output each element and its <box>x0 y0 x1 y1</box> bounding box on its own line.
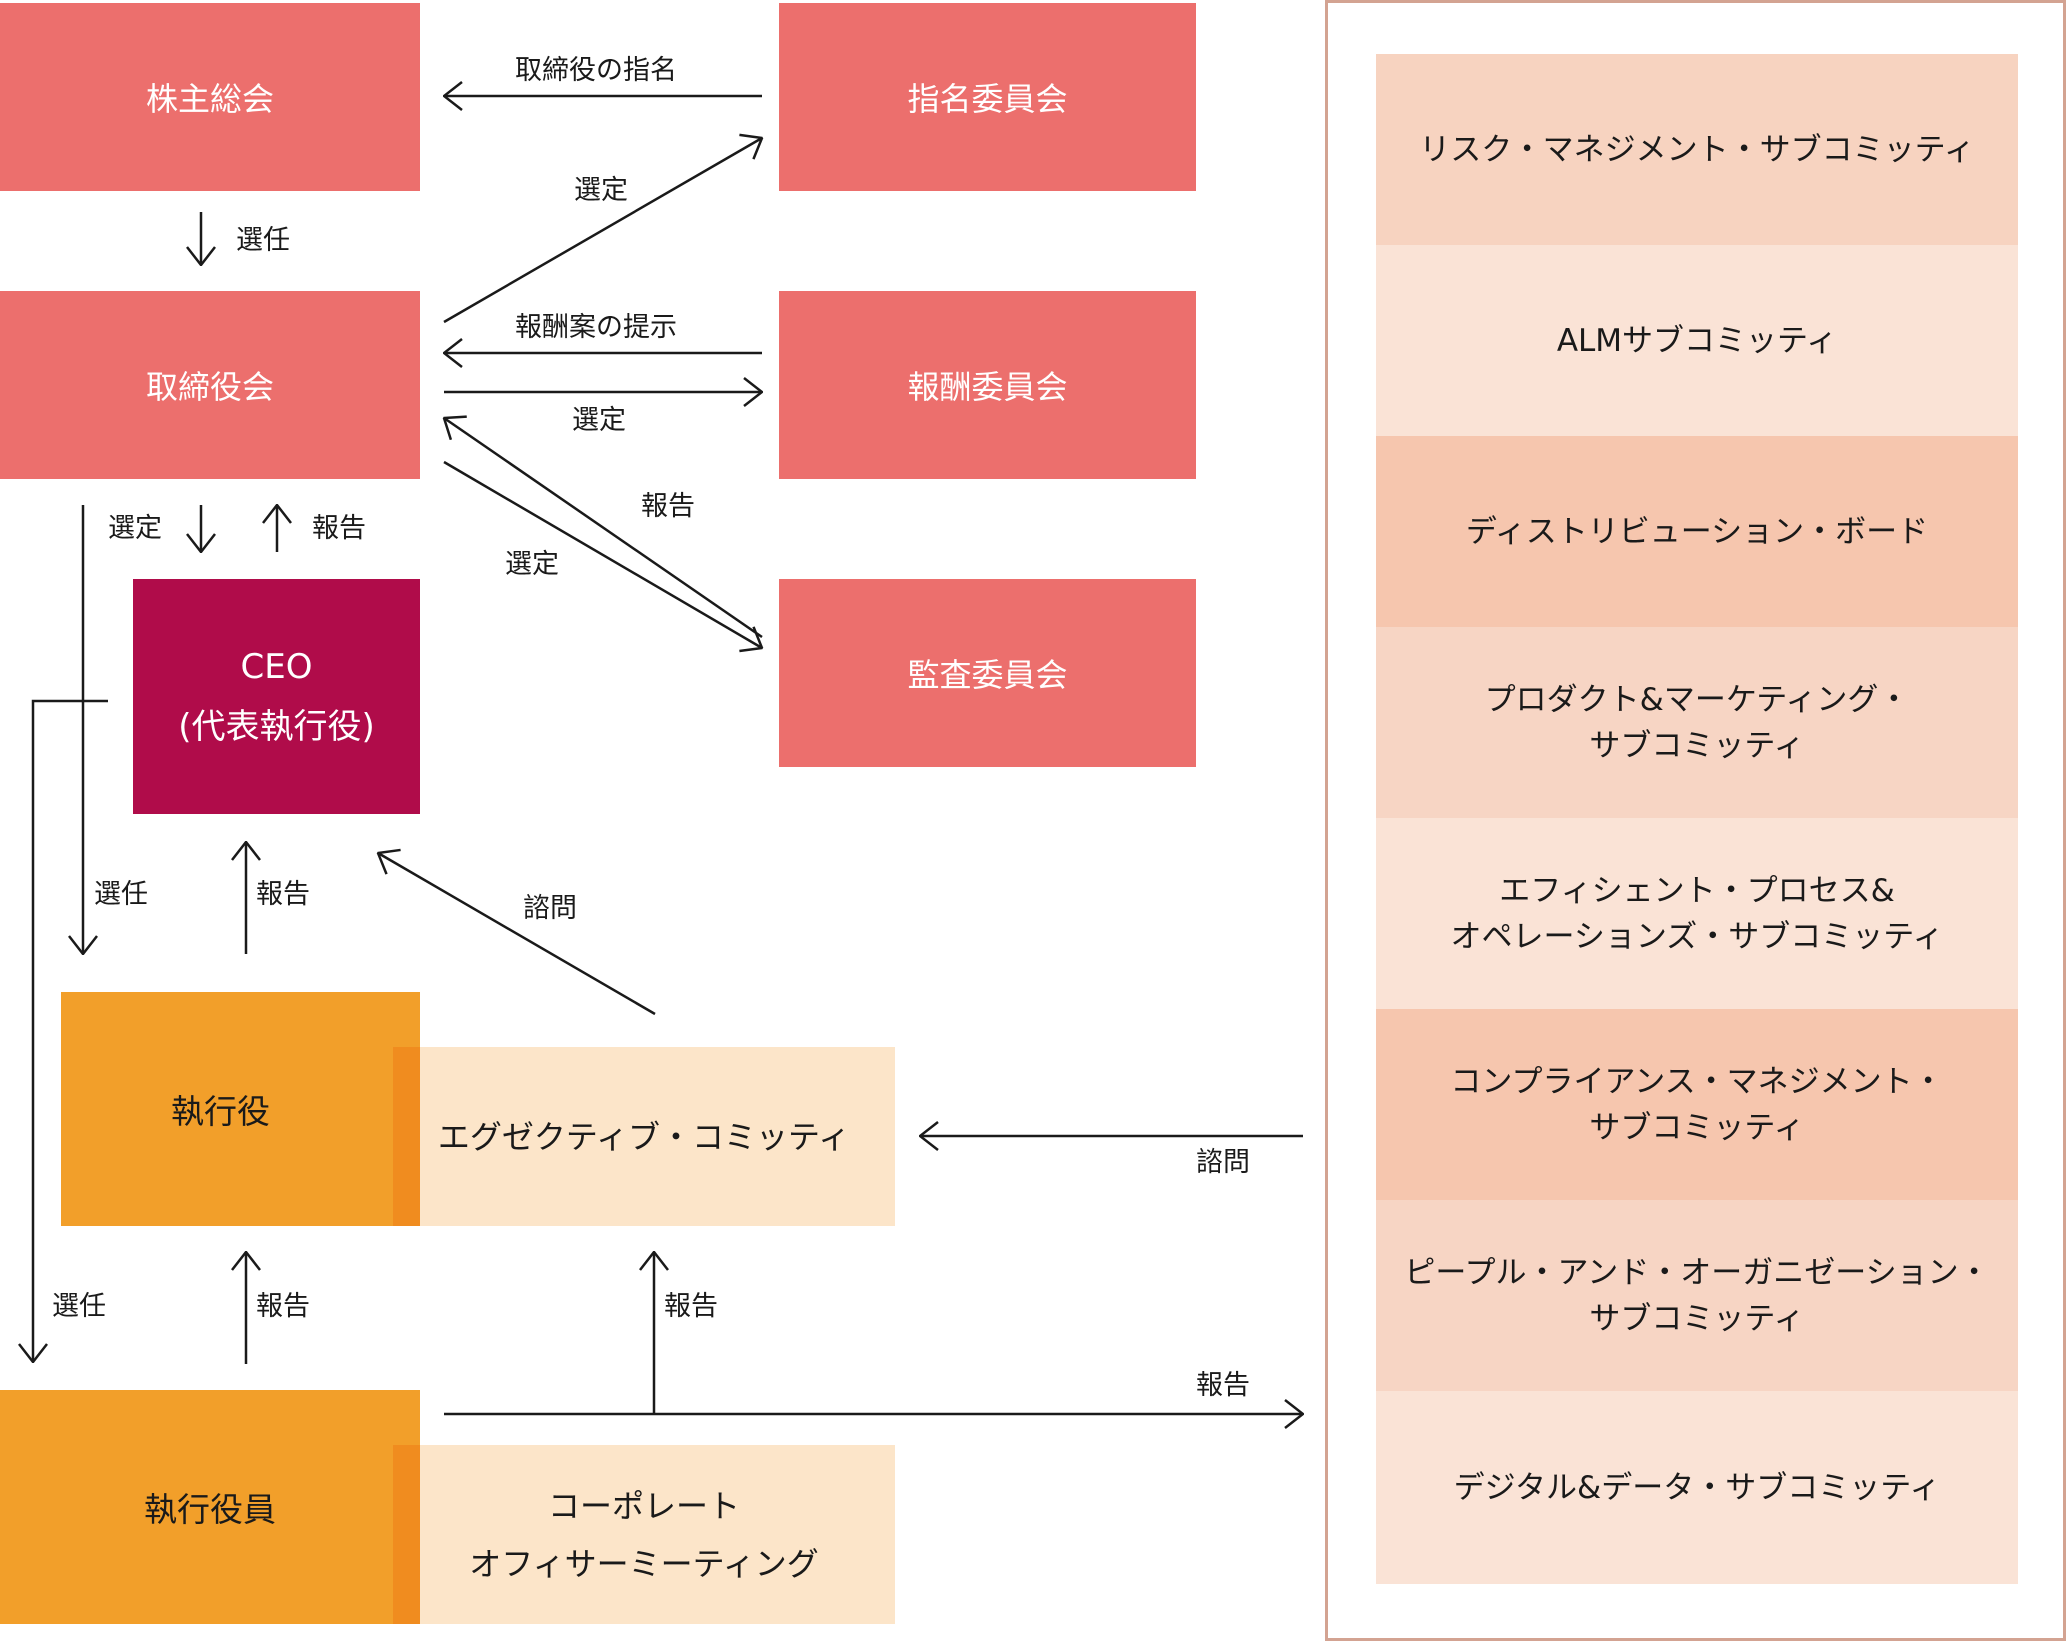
corporate-meeting-box: コーポレート オフィサーミーティング <box>393 1445 895 1624</box>
subcommittee-label-line2: サブコミッティ <box>1589 1109 1805 1146</box>
subcommittee-panel <box>1325 0 2066 1641</box>
arrow-audit-to-board <box>444 418 763 639</box>
arrow-board-to-audit <box>443 460 762 648</box>
subcommittee-label: エフィシェント・プロセス& <box>1499 872 1895 909</box>
label-report-executive-ceo: 報告 <box>256 879 310 910</box>
label-consultation-ceo: 諮問 <box>523 893 577 924</box>
label-report-audit: 報告 <box>641 491 695 522</box>
subcommittee-item: ALMサブコミッティ <box>1376 245 2018 436</box>
subcommittee-label: リスク・マネジメント・サブコミッティ <box>1419 131 1975 168</box>
ceo-subtitle: (代表執行役) <box>178 706 375 747</box>
subcommittee-label: プロダクト&マーケティング・ <box>1484 681 1910 718</box>
board-box: 取締役会 <box>0 291 420 479</box>
label-election-corporate-executives: 選任 <box>52 1291 106 1322</box>
nominating-committee-box: 指名委員会 <box>779 3 1196 191</box>
ceo-box: CEO (代表執行役) <box>133 579 420 814</box>
subcommittee-item: デジタル&データ・サブコミッティ <box>1376 1391 2018 1584</box>
label-report-meeting-committee: 報告 <box>664 1291 718 1322</box>
ceo-title: CEO <box>240 646 313 687</box>
subcommittee-label: デジタル&データ・サブコミッティ <box>1453 1469 1941 1506</box>
compensation-committee-box: 報酬委員会 <box>779 291 1196 479</box>
subcommittee-label-line2: サブコミッティ <box>1589 1300 1805 1337</box>
executive-overlap <box>393 1047 420 1226</box>
subcommittee-item: ピープル・アンド・オーガニゼーション・サブコミッティ <box>1376 1200 2018 1391</box>
label-report-ceo-board: 報告 <box>312 513 366 544</box>
audit-committee-label: 監査委員会 <box>907 656 1068 694</box>
subcommittee-item: プロダクト&マーケティング・サブコミッティ <box>1376 627 2018 818</box>
subcommittee-label-line2: オペレーションズ・サブコミッティ <box>1450 918 1944 955</box>
shareholders-label: 株主総会 <box>145 80 274 118</box>
corporate-meeting-line1: コーポレート <box>547 1486 740 1525</box>
executive-officers-box: 執行役 <box>61 992 420 1226</box>
corporate-executives-label: 執行役員 <box>144 1490 276 1529</box>
executive-officers-label: 執行役 <box>171 1092 270 1131</box>
corporate-overlap <box>393 1445 420 1624</box>
board-label: 取締役会 <box>145 368 274 406</box>
label-compensation-proposal: 報酬案の提示 <box>515 312 677 343</box>
subcommittee-item: エフィシェント・プロセス&オペレーションズ・サブコミッティ <box>1376 818 2018 1009</box>
nominating-committee-label: 指名委員会 <box>907 80 1068 118</box>
label-selection-compensation: 選定 <box>572 405 626 436</box>
corporate-meeting-line2: オフィサーミーティング <box>469 1544 819 1583</box>
subcommittee-item: リスク・マネジメント・サブコミッティ <box>1376 54 2018 245</box>
subcommittee-item: ディストリビューション・ボード <box>1376 436 2018 627</box>
executive-committee-label: エグゼクティブ・コミッティ <box>437 1117 851 1156</box>
label-consultation-subcommittees: 諮問 <box>1196 1147 1250 1178</box>
corporate-executives-box: 執行役員 <box>0 1390 420 1624</box>
subcommittee-label: ALMサブコミッティ <box>1556 322 1838 359</box>
audit-committee-box: 監査委員会 <box>779 579 1196 767</box>
arrow-committee-to-ceo <box>378 853 656 1016</box>
label-election-board: 選任 <box>236 225 290 256</box>
arrow-ceo-to-corporate-executives <box>33 699 108 1362</box>
label-report-subcommittees: 報告 <box>1196 1370 1250 1401</box>
label-selection-ceo: 選定 <box>108 513 162 544</box>
compensation-committee-label: 報酬委員会 <box>907 368 1068 406</box>
shareholders-box: 株主総会 <box>0 3 420 191</box>
subcommittee-item: コンプライアンス・マネジメント・サブコミッティ <box>1376 1009 2018 1200</box>
arrow-board-to-nominating <box>443 138 762 324</box>
subcommittee-label: コンプライアンス・マネジメント・ <box>1450 1063 1944 1100</box>
executive-committee-box: エグゼクティブ・コミッティ <box>393 1047 895 1226</box>
label-selection-audit: 選定 <box>505 549 559 580</box>
subcommittee-label: ディストリビューション・ボード <box>1465 513 1929 550</box>
label-election-executive-officers: 選任 <box>94 879 148 910</box>
label-director-nomination: 取締役の指名 <box>515 55 677 86</box>
subcommittee-label-line2: サブコミッティ <box>1589 727 1805 764</box>
label-report-corporate-executive: 報告 <box>256 1291 310 1322</box>
subcommittee-label: ピープル・アンド・オーガニゼーション・ <box>1404 1254 1990 1291</box>
label-selection-nominating: 選定 <box>574 175 628 206</box>
